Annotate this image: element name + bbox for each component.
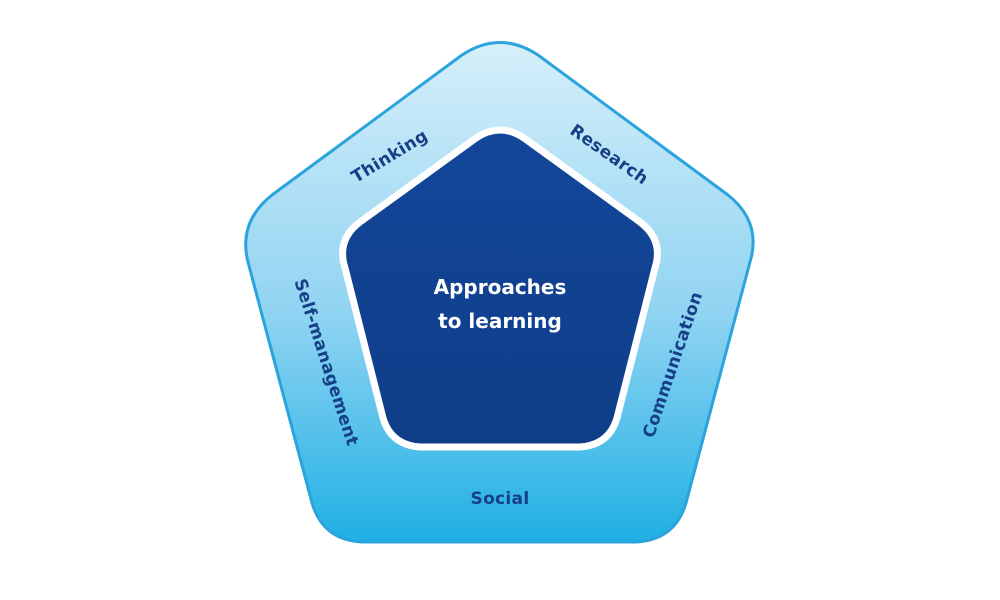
center-label-line1: Approaches — [434, 275, 567, 299]
center-label-line2: to learning — [438, 309, 562, 333]
label-social: Social — [471, 489, 530, 509]
inner-pentagon — [339, 126, 661, 451]
